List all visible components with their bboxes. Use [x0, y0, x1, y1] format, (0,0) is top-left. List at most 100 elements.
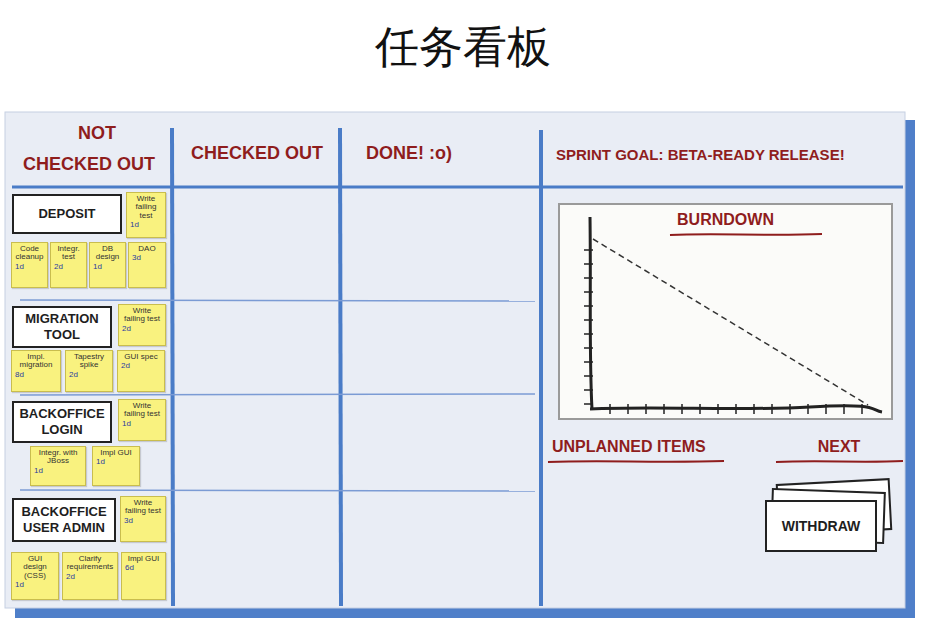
estimate: 8d — [15, 371, 57, 379]
axis-tick — [753, 404, 755, 414]
task-text: Write failing test — [122, 307, 162, 324]
estimate: 1d — [96, 458, 136, 466]
ideal-line — [593, 239, 868, 405]
estimate: 3d — [132, 254, 162, 262]
task-note: Integr. with JBoss1d — [30, 446, 86, 486]
task-text: Write failing test — [124, 499, 162, 516]
task-text: Impl. migration — [15, 353, 57, 370]
estimate: 1d — [34, 467, 82, 475]
axis-tick — [584, 263, 593, 265]
story-title: BACKOFFICE LOGIN — [18, 406, 106, 437]
underline — [548, 461, 724, 462]
estimate: 6d — [125, 564, 162, 572]
task-text: GUI spec — [121, 353, 161, 361]
axis-tick — [584, 291, 593, 293]
task-note: Write failing test3d — [120, 496, 166, 542]
column-header: DONE! :o) — [366, 143, 536, 165]
axis-tick — [663, 404, 665, 414]
axis-tick — [584, 361, 593, 363]
task-text: Write failing test — [130, 195, 162, 220]
story-card: BACKOFFICE USER ADMIN — [12, 498, 116, 542]
story-card: MIGRATION TOOL — [12, 306, 112, 348]
underline — [776, 461, 903, 462]
axis-tick — [717, 404, 719, 414]
task-note: Write failing test1d — [126, 192, 166, 238]
axis-tick — [584, 403, 593, 405]
estimate: 1d — [93, 263, 122, 271]
task-note: Code cleanup1d — [11, 242, 48, 288]
estimate: 2d — [66, 573, 114, 581]
task-note: Impl. migration8d — [11, 350, 61, 392]
column-header: NOT CHECKED OUT — [18, 118, 160, 179]
y-axis — [590, 217, 592, 409]
task-text: DB design — [93, 245, 122, 262]
row-line — [20, 394, 535, 395]
header-line — [12, 186, 903, 189]
board-ground — [5, 112, 905, 608]
axis-tick — [789, 404, 791, 414]
story-title: BACKOFFICE USER ADMIN — [18, 504, 110, 535]
axis-tick — [825, 404, 827, 414]
axis-tick — [771, 404, 773, 414]
axis-tick — [584, 375, 593, 377]
row-line — [20, 490, 535, 491]
estimate: 2d — [69, 371, 109, 379]
task-note: Impl GUI6d — [121, 552, 166, 600]
column-line — [172, 128, 173, 606]
column-line — [539, 130, 543, 606]
axis-tick — [584, 319, 593, 321]
estimate: 1d — [122, 420, 162, 428]
axis-tick — [699, 404, 701, 414]
story-title: WITHDRAW — [782, 518, 861, 534]
column-line — [340, 128, 341, 606]
chart-title: BURNDOWN — [677, 211, 774, 229]
column-header: CHECKED OUT — [178, 143, 336, 165]
burndown-chart: BURNDOWN — [558, 203, 893, 420]
task-text: Impl GUI — [96, 449, 136, 457]
task-text: GUI design (CSS) — [15, 555, 55, 580]
task-text: Write failing test — [122, 402, 162, 419]
task-note: Clarify requirements2d — [62, 552, 118, 600]
page-title: 任务看板 — [0, 18, 925, 77]
task-text: Code cleanup — [15, 245, 44, 262]
axis-tick — [861, 404, 863, 414]
axis-tick — [584, 305, 593, 307]
task-note: Integr. test2d — [50, 242, 87, 288]
task-text: Integr. test — [54, 245, 83, 262]
estimate: 2d — [54, 263, 83, 271]
story-title: MIGRATION TOOL — [18, 311, 106, 342]
row-line — [20, 300, 535, 301]
task-note: GUI spec2d — [117, 350, 165, 392]
axis-tick — [645, 404, 647, 414]
task-note: DAO3d — [128, 242, 166, 288]
task-text: Tapestry spike — [69, 353, 109, 370]
axis-tick — [584, 333, 593, 335]
estimate: 2d — [122, 325, 162, 333]
task-text: Impl GUI — [125, 555, 162, 563]
task-note: DB design1d — [89, 242, 126, 288]
axis-tick — [584, 347, 593, 349]
axis-tick — [609, 404, 611, 414]
task-note: Tapestry spike2d — [65, 350, 113, 392]
task-note: GUI design (CSS)1d — [11, 552, 59, 600]
story-card: BACKOFFICE LOGIN — [12, 401, 112, 443]
sprint-goal: SPRINT GOAL: BETA-READY RELEASE! — [556, 146, 901, 164]
axis-tick — [681, 404, 683, 414]
estimate: 3d — [124, 517, 162, 525]
axis-tick — [627, 404, 629, 414]
task-text: Clarify requirements — [66, 555, 114, 572]
axis-tick — [584, 277, 593, 279]
burndown-axes — [560, 205, 891, 418]
task-note: Write failing test2d — [118, 304, 166, 346]
task-text: Integr. with JBoss — [34, 449, 82, 466]
axis-tick — [584, 389, 593, 391]
estimate: 2d — [121, 362, 161, 370]
estimate: 1d — [130, 221, 162, 229]
estimate: 1d — [15, 581, 55, 589]
axis-tick — [807, 404, 809, 414]
story-title: DEPOSIT — [38, 206, 95, 222]
estimate: 1d — [15, 263, 44, 271]
task-note: Impl GUI1d — [92, 446, 140, 486]
story-card: WITHDRAW — [765, 500, 877, 552]
axis-tick — [735, 404, 737, 414]
